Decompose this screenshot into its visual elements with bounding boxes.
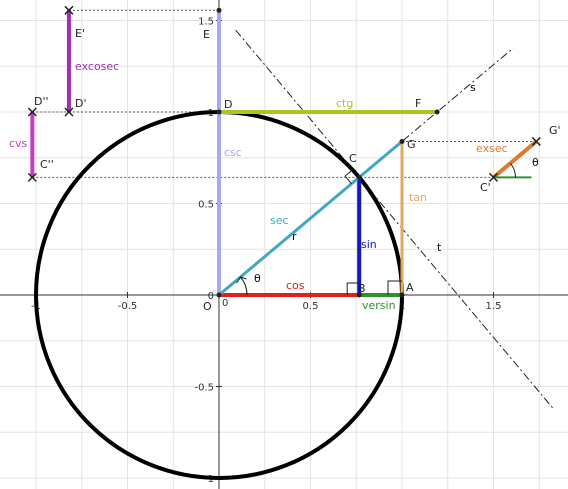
point-label-o: O — [203, 300, 212, 313]
point-f — [434, 109, 440, 115]
trig-segments — [30, 10, 538, 297]
y-tick-label: 0 — [208, 291, 214, 302]
right-angle-b — [346, 282, 360, 295]
points — [27, 5, 541, 298]
point-c-prime-stroke — [488, 172, 499, 182]
point-label-c-dprime: C'' — [40, 158, 54, 171]
point-c-dprime-stroke — [27, 172, 37, 182]
label-ctg: ctg — [336, 97, 353, 110]
right-angle-c — [344, 169, 354, 185]
point-label-g: G — [407, 138, 416, 151]
point-b — [356, 292, 362, 298]
x-tick-label: 1.5 — [486, 301, 502, 312]
point-e-prime-stroke — [64, 5, 74, 15]
label-excosec: excosec — [75, 60, 119, 73]
point-label-a: A — [406, 281, 414, 294]
point-g — [399, 138, 405, 144]
label-s: s — [470, 81, 476, 94]
exsec-theta-arc — [509, 162, 516, 178]
point-label-e: E — [203, 28, 210, 41]
point-d-dprime-stroke — [27, 107, 37, 117]
label-r: r — [292, 230, 297, 243]
x-tick-label: 0.5 — [303, 301, 319, 312]
point-c-dprime — [27, 172, 37, 182]
labels: sin cos tan ctg sec csc versin exsec exc… — [9, 60, 539, 312]
exsec-segment — [492, 139, 538, 179]
point-e — [216, 7, 222, 13]
label-sin: sin — [361, 238, 377, 251]
angle-marks — [236, 162, 532, 296]
point-g-prime-stroke — [531, 136, 541, 146]
y-tick-label: 0.5 — [198, 200, 214, 211]
point-label-e-prime: E' — [75, 27, 85, 40]
point-d-prime — [64, 107, 74, 117]
point-label-b: B — [358, 282, 366, 295]
label-exsec: exsec — [476, 142, 508, 155]
point-label-d: D — [224, 98, 232, 111]
theta-arc — [240, 276, 248, 296]
point-a — [399, 292, 405, 298]
y-tick-label: -0.5 — [194, 383, 214, 394]
point-o — [216, 292, 222, 298]
y-tick-label: 1.5 — [198, 17, 214, 28]
point-d — [216, 109, 222, 115]
point-c — [356, 174, 362, 180]
label-sec: sec — [270, 214, 289, 227]
x-zero-label: 0 — [222, 298, 228, 309]
label-theta: θ — [254, 272, 261, 285]
label-cvs: cvs — [9, 137, 28, 150]
point-c-prime — [488, 172, 499, 182]
point-g-prime — [531, 136, 541, 146]
label-theta-exsec: θ — [532, 156, 539, 169]
label-csc: csc — [224, 146, 242, 159]
theta-arc-arrow — [236, 276, 247, 284]
point-labels: O A B C D E F G C' G' D' E' D'' C'' 0 — [34, 27, 561, 313]
point-label-c-prime: C' — [480, 181, 491, 194]
tangent-line-t — [235, 29, 554, 409]
label-tan: tan — [409, 191, 427, 204]
point-label-d-dprime: D'' — [34, 95, 49, 108]
point-d-dprime — [27, 107, 37, 117]
label-cos: cos — [286, 279, 305, 292]
label-versin: versin — [362, 299, 396, 312]
sec-segment — [218, 140, 403, 297]
point-label-d-prime: D' — [75, 97, 87, 110]
right-angle-a — [387, 280, 402, 295]
point-d-prime-stroke — [64, 107, 74, 117]
point-label-c: C — [349, 152, 357, 165]
label-t: t — [437, 241, 442, 254]
point-label-f: F — [415, 97, 421, 110]
point-e-prime — [64, 5, 74, 15]
x-tick-label: -0.5 — [118, 301, 138, 312]
point-label-g-prime: G' — [549, 124, 561, 137]
